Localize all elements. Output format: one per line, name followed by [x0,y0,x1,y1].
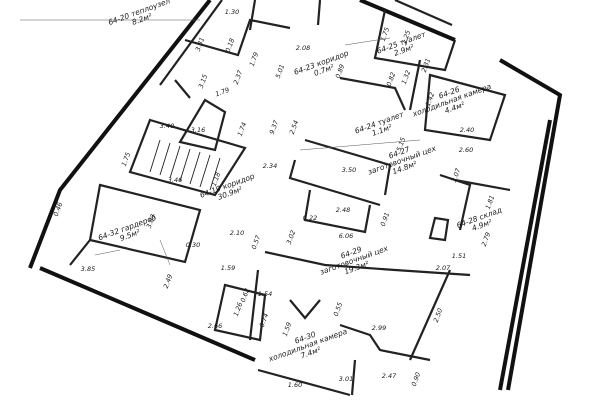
room-label-64-26: 64-26холодильная камера4.4м² [408,74,496,126]
dimension-label: 2.49 [162,273,174,289]
dimension-label: 2.10 [230,229,244,237]
dimension-label: 0.18 [224,37,236,53]
dimension-label: 3.46 [168,176,182,184]
dimension-label: 2.60 [459,146,473,154]
dimension-label: 1.79 [214,86,230,98]
dimension-label: 0.90 [410,371,422,387]
dimension-label: 2.48 [336,206,350,214]
dimension-label: 0.89 [334,63,346,79]
dimension-label: 0.30 [186,241,200,249]
dimension-label: 1.59 [221,264,235,272]
dimension-label: 3.16 [191,126,205,134]
dimension-label: 3.15 [197,73,209,89]
room-label-64-19: 64-19 коридор30.9м² [199,172,259,208]
dimension-label: 2.66 [208,322,222,330]
dimension-label: 2.37 [232,68,245,85]
dimension-label: 9.37 [268,118,281,135]
dimension-label: 3.02 [285,229,297,245]
dimension-label: 0.22 [303,214,317,222]
staircase [149,139,221,191]
dimension-label: 0.55 [332,301,344,317]
room-label-64-20: 64-20 теплоузел8.2м² [107,0,174,35]
dimension-label: 2.08 [296,44,310,52]
dimension-label: 2.99 [372,324,386,332]
dimension-label: 2.34 [263,162,277,170]
dimension-label: 3.50 [342,166,356,174]
dimension-label: 2.07 [436,264,451,272]
dimension-label: 0.74 [258,312,270,328]
dimension-label: 1.30 [225,8,239,16]
dimension-label: 1.74 [236,121,248,137]
inner-walls [69,0,511,397]
dimension-lines [20,19,421,266]
dimension-label: 0.57 [250,233,263,250]
dimension-label: 2.50 [432,307,444,323]
dimension-label: 1.60 [288,381,302,389]
outer-walls [28,0,563,391]
dimension-label: 6.06 [339,232,353,240]
dimension-label: 1.79 [248,51,260,67]
dimension-label: 2.40 [460,126,474,134]
room-label-64-28: 64-28 склад4.9м² [455,205,505,237]
dimension-label: 2.31 [420,57,432,73]
room-label-64-30: 64-30холодильная камера7.4м² [264,319,352,371]
dimension-label: 3.40 [160,122,174,130]
dimension-label: 1.51 [452,252,466,260]
dimension-label: 1.59 [281,321,293,337]
dimension-label: 1.75 [120,151,132,167]
dimension-label: 3.85 [81,265,95,273]
dimension-label: 3.01 [339,375,353,383]
dimension-label: 1.32 [400,69,412,85]
dimension-label: 1.26 [232,301,244,317]
dimension-label: 3.31 [194,36,206,52]
dimension-label: 0.91 [379,211,391,227]
dimension-label: 5.01 [274,63,286,79]
dimension-label: 2.79 [480,231,492,247]
dimension-label: 0.82 [385,71,397,87]
room-label-64-29: 64-29заготовочный цех19.3м² [316,236,393,284]
dimension-label: 2.54 [288,119,300,135]
dimension-label: 1.54 [258,290,272,298]
dimension-label: 2.47 [382,372,397,380]
